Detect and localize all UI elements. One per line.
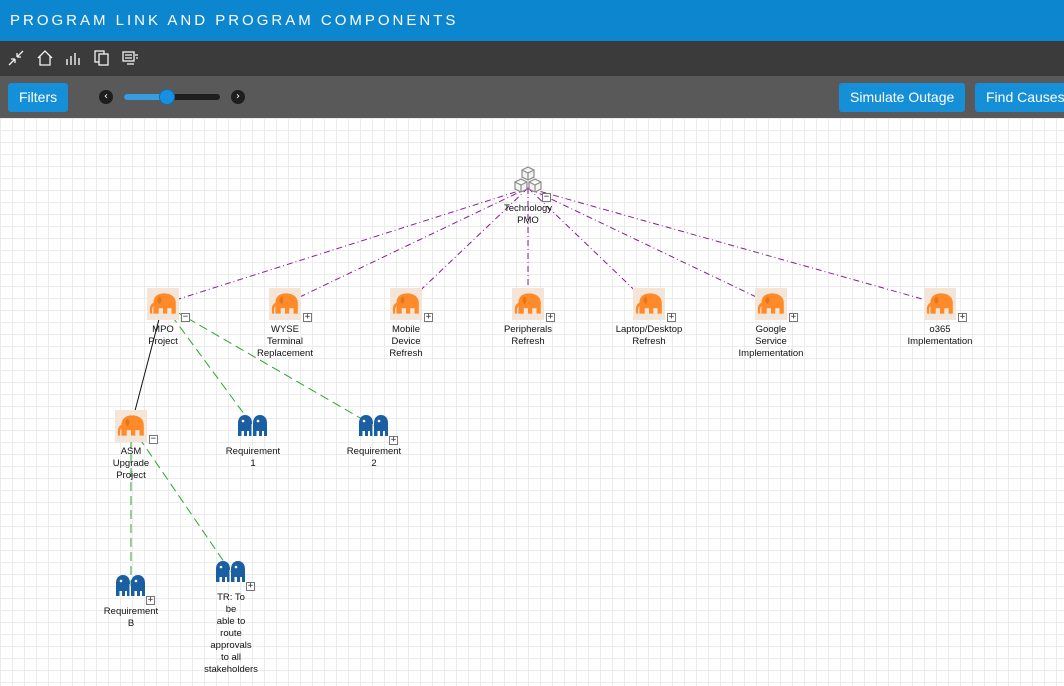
chevron-right-icon[interactable]: › xyxy=(231,90,245,104)
node-label-asm: ASM Upgrade Project xyxy=(112,446,150,481)
list-settings-icon[interactable] xyxy=(121,49,141,69)
node-toggle-mpo[interactable]: − xyxy=(181,312,190,322)
graph-node-tr[interactable]: +TR: To be able to route approvals to al… xyxy=(204,561,258,675)
link-pmo-google[interactable] xyxy=(527,187,772,305)
elephant-program-icon[interactable] xyxy=(269,288,301,320)
node-label-tr: TR: To be able to route approvals to all… xyxy=(204,592,258,675)
graph-node-google[interactable]: + Google Service Implementation xyxy=(739,288,803,359)
elephant-program-icon[interactable] xyxy=(147,288,179,320)
elephant-program-icon[interactable] xyxy=(390,288,422,320)
node-label-o365: o365 Implementation xyxy=(907,324,973,347)
control-bar: Filters ‹ › Simulate Outage Find Causes xyxy=(0,76,1064,118)
graph-node-mobile[interactable]: +Mobile Device Refresh xyxy=(389,288,433,359)
graph-node-req2[interactable]: +Requirement 2 xyxy=(347,415,401,469)
elephant-program-icon[interactable] xyxy=(924,288,956,320)
node-label-mpo: MPO Project xyxy=(148,324,178,347)
graph-node-laptop[interactable]: + Laptop/Desktop Refresh xyxy=(616,288,682,347)
graph-node-periph[interactable]: + Peripherals Refresh xyxy=(504,288,555,347)
home-icon[interactable] xyxy=(36,49,56,69)
node-toggle-laptop[interactable]: + xyxy=(667,312,676,322)
node-label-req2: Requirement 2 xyxy=(346,446,402,469)
graph-node-asm[interactable]: − ASM Upgrade Project xyxy=(113,410,158,481)
filters-button[interactable]: Filters xyxy=(8,83,69,112)
node-toggle-periph[interactable]: + xyxy=(546,312,555,322)
node-label-periph: Peripherals Refresh xyxy=(503,324,553,347)
graph-node-reqb[interactable]: +Requirement B xyxy=(104,575,158,629)
elephant-program-icon[interactable] xyxy=(755,288,787,320)
node-label-google: Google Service Implementation xyxy=(738,324,804,359)
link-pmo-o365[interactable] xyxy=(527,187,941,305)
elephant-program-icon[interactable] xyxy=(512,288,544,320)
graph-node-pmo[interactable]: −Technology PMO xyxy=(504,166,552,226)
node-label-mobile: Mobile Device Refresh xyxy=(389,324,423,359)
node-toggle-google[interactable]: + xyxy=(789,312,798,322)
graph-node-req1[interactable]: Requirement 1 xyxy=(226,415,280,469)
level-slider[interactable] xyxy=(124,89,220,105)
node-label-reqb: Requirement B xyxy=(103,606,159,629)
page-title: PROGRAM LINK AND PROGRAM COMPONENTS xyxy=(10,12,459,29)
graph-canvas[interactable]: −Technology PMO−MPO Project+WYSE Termina… xyxy=(0,118,1064,686)
elephant-group-requirement-icon[interactable] xyxy=(215,556,247,586)
elephant-group-requirement-icon[interactable] xyxy=(358,410,390,440)
find-causes-button[interactable]: Find Causes xyxy=(975,83,1064,112)
chevron-left-icon[interactable]: ‹ xyxy=(99,90,113,104)
link-pmo-laptop[interactable] xyxy=(527,187,650,305)
graph-node-wyse[interactable]: + WYSE Terminal Replacement xyxy=(257,288,313,359)
node-toggle-asm[interactable]: − xyxy=(149,434,158,444)
elephant-program-icon[interactable] xyxy=(633,288,665,320)
node-label-wyse: WYSE Terminal Replacement xyxy=(257,324,313,359)
link-asm-tr[interactable] xyxy=(130,425,232,573)
node-label-pmo: Technology PMO xyxy=(503,203,553,226)
link-pmo-mpo[interactable] xyxy=(162,187,529,305)
node-toggle-reqb[interactable]: + xyxy=(146,595,155,605)
bar-chart-icon[interactable] xyxy=(64,49,84,69)
graph-node-o365[interactable]: + o365 Implementation xyxy=(908,288,972,347)
link-mpo-req2[interactable] xyxy=(162,303,375,427)
slider-fill xyxy=(124,94,168,100)
slider-handle[interactable] xyxy=(159,89,176,105)
link-pmo-mobile[interactable] xyxy=(405,187,529,305)
node-label-laptop: Laptop/Desktop Refresh xyxy=(615,324,683,347)
collapse-arrows-icon[interactable] xyxy=(7,49,27,69)
node-toggle-o365[interactable]: + xyxy=(958,312,967,322)
elephant-group-requirement-icon[interactable] xyxy=(115,570,147,600)
title-bar: PROGRAM LINK AND PROGRAM COMPONENTS xyxy=(0,0,1064,41)
copy-pages-icon[interactable] xyxy=(93,49,113,69)
node-label-req1: Requirement 1 xyxy=(225,446,281,469)
cubes-group-icon[interactable] xyxy=(513,166,543,196)
node-toggle-req2[interactable]: + xyxy=(389,435,398,445)
graph-node-mpo[interactable]: −MPO Project xyxy=(147,288,190,347)
simulate-outage-button[interactable]: Simulate Outage xyxy=(839,83,966,112)
icon-toolbar xyxy=(0,41,1064,76)
link-pmo-wyse[interactable] xyxy=(284,187,529,305)
node-toggle-tr[interactable]: + xyxy=(246,581,255,591)
graph-links xyxy=(130,187,941,586)
elephant-group-requirement-icon[interactable] xyxy=(237,410,269,440)
node-toggle-pmo[interactable]: − xyxy=(542,192,551,202)
node-toggle-wyse[interactable]: + xyxy=(303,312,312,322)
elephant-program-icon[interactable] xyxy=(115,410,147,442)
link-mpo-req1[interactable] xyxy=(162,303,254,427)
link-mpo-asm[interactable] xyxy=(130,303,164,427)
node-toggle-mobile[interactable]: + xyxy=(424,312,433,322)
